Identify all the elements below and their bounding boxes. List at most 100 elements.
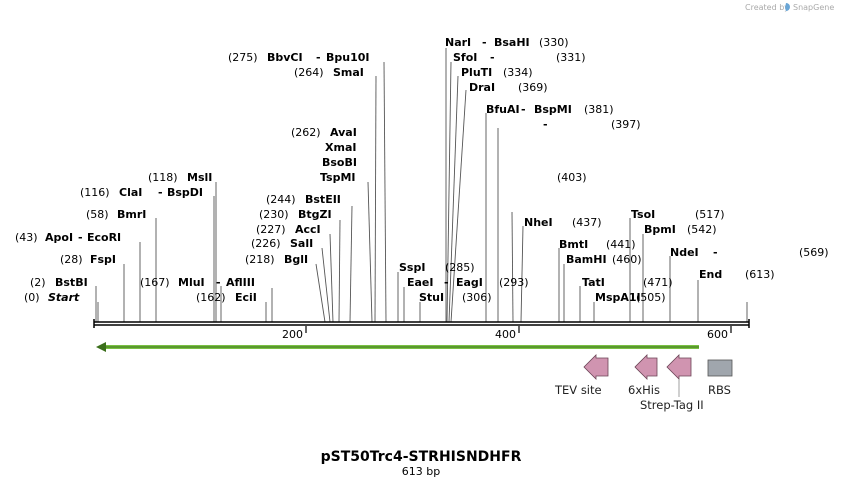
svg-text:(517): (517) <box>695 208 725 221</box>
svg-text:BglI: BglI <box>284 253 308 266</box>
ruler-ticks: 200 400 600 <box>282 328 728 341</box>
site-bmri: (58) BmrI <box>86 208 146 221</box>
site-stui: StuI (306) <box>419 291 492 304</box>
site-acci: (227) AccI <box>256 223 321 236</box>
svg-text:SmaI: SmaI <box>333 66 364 79</box>
feature-label: RBS <box>708 383 731 397</box>
site-drai-pmei: BfuAI - BspMI (381) <box>486 103 614 116</box>
site-bsteii: (244) BstEII <box>266 193 341 206</box>
svg-text:EcoRI: EcoRI <box>87 231 121 244</box>
svg-text:-: - <box>216 276 221 289</box>
svg-text:-: - <box>490 51 495 64</box>
svg-text:BfuAI: BfuAI <box>486 103 520 116</box>
svg-text:AflIII: AflIII <box>226 276 255 289</box>
svg-text:BmtI: BmtI <box>559 238 588 251</box>
orf-arrow <box>96 342 699 352</box>
svg-text:(118): (118) <box>148 171 178 184</box>
feature-label: TEV site <box>554 383 602 397</box>
svg-text:(397): (397) <box>611 118 641 131</box>
svg-text:BstBI: BstBI <box>55 276 88 289</box>
site-sali: (226) SalI <box>251 237 313 250</box>
svg-text:(218): (218) <box>245 253 275 266</box>
site-btgi-group: (403) <box>557 171 587 184</box>
svg-text:BspDI: BspDI <box>167 186 203 199</box>
svg-text:(437): (437) <box>572 216 602 229</box>
svg-text:BbvCI: BbvCI <box>267 51 303 64</box>
site-clai-bspdi: (116) ClaI - BspDI <box>80 186 203 199</box>
credit-text: Created by <box>745 3 789 12</box>
site-mlui-afliii: (167) MluI - AflIII <box>140 276 255 289</box>
site-bmti: BamHI (460) <box>566 253 642 266</box>
svg-text:(43): (43) <box>15 231 38 244</box>
snapgene-logo-icon <box>785 3 790 11</box>
site-sfoi: PluTI (334) <box>461 66 533 79</box>
tev-site-arrow-icon <box>583 354 609 380</box>
6xhis-arrow-icon <box>634 354 658 380</box>
tick-label: 200 <box>282 328 303 341</box>
svg-text:(227): (227) <box>256 223 286 236</box>
site-sspi: SspI (285) <box>399 261 475 274</box>
site-avai-group: (262) AvaI XmaI BsoBI TspMI <box>291 126 357 184</box>
svg-text:(331): (331) <box>556 51 586 64</box>
site-bbvci-bpu10i: (275) BbvCI - Bpu10I <box>228 51 370 64</box>
site-msli: (118) MslI <box>148 171 212 184</box>
svg-text:(293): (293) <box>499 276 529 289</box>
site-ndei: End (613) <box>699 268 775 281</box>
svg-text:(471): (471) <box>643 276 673 289</box>
svg-text:EciI: EciI <box>235 291 257 304</box>
svg-text:ClaI: ClaI <box>119 186 142 199</box>
svg-text:BspMI: BspMI <box>534 103 572 116</box>
svg-text:BstEII: BstEII <box>305 193 341 206</box>
svg-text:(285): (285) <box>445 261 475 274</box>
site-bfuai-bspmi: - (397) <box>543 118 641 131</box>
site-pluti: DraI (369) <box>469 81 548 94</box>
rbs-box-icon <box>707 359 733 377</box>
feature-rbs: RBS <box>707 359 733 397</box>
site-bgli: (218) BglI <box>245 253 308 266</box>
svg-text:(381): (381) <box>584 103 614 116</box>
svg-text:(0): (0) <box>24 291 40 304</box>
svg-text:DraI: DraI <box>469 81 495 94</box>
svg-text:BsaHI: BsaHI <box>494 36 530 49</box>
site-bpmi-eco57mi: NdeI - (569) <box>670 246 829 259</box>
svg-text:(334): (334) <box>503 66 533 79</box>
svg-text:MluI: MluI <box>178 276 205 289</box>
svg-text:(403): (403) <box>557 171 587 184</box>
svg-text:FspI: FspI <box>90 253 116 266</box>
site-start: (0) Start <box>24 291 80 304</box>
svg-text:(244): (244) <box>266 193 296 206</box>
tick-label: 600 <box>707 328 728 341</box>
plasmid-size: 613 bp <box>402 465 440 478</box>
site-ecii: (162) EciI <box>196 291 257 304</box>
svg-text:BtgZI: BtgZI <box>298 208 332 221</box>
svg-text:AvaI: AvaI <box>330 126 357 139</box>
svg-text:-: - <box>78 231 83 244</box>
svg-text:-: - <box>543 118 548 131</box>
site-pflmi: NheI (437) <box>524 216 602 229</box>
site-smai: (264) SmaI <box>294 66 364 79</box>
svg-text:TsoI: TsoI <box>631 208 655 221</box>
site-eaei-eagi: EaeI - EagI (293) <box>407 276 529 289</box>
site-btgzi: (230) BtgZI <box>259 208 332 221</box>
svg-text:(275): (275) <box>228 51 258 64</box>
svg-text:(569): (569) <box>799 246 829 259</box>
svg-text:AccI: AccI <box>295 223 321 236</box>
site-nhei: BmtI (441) <box>559 238 636 251</box>
svg-text:SfoI: SfoI <box>453 51 477 64</box>
svg-text:(262): (262) <box>291 126 321 139</box>
feature-tev-site: TEV site <box>554 354 609 397</box>
svg-text:End: End <box>699 268 722 281</box>
svg-text:XmaI: XmaI <box>325 141 356 154</box>
svg-text:BsoBI: BsoBI <box>322 156 357 169</box>
svg-text:MspA1I: MspA1I <box>595 291 641 304</box>
site-nari-bsahi: SfoI - (331) <box>453 51 586 64</box>
feature-label: 6xHis <box>628 383 660 397</box>
site-labels: (0) Start (2) BstBI (28) FspI (43) ApoI … <box>15 36 829 304</box>
svg-text:PluTI: PluTI <box>461 66 492 79</box>
svg-text:(613): (613) <box>745 268 775 281</box>
svg-text:EagI: EagI <box>456 276 483 289</box>
site-mspa1i: TsoI (517) <box>631 208 725 221</box>
feature-label: Strep-Tag II <box>640 398 704 412</box>
svg-text:(460): (460) <box>612 253 642 266</box>
